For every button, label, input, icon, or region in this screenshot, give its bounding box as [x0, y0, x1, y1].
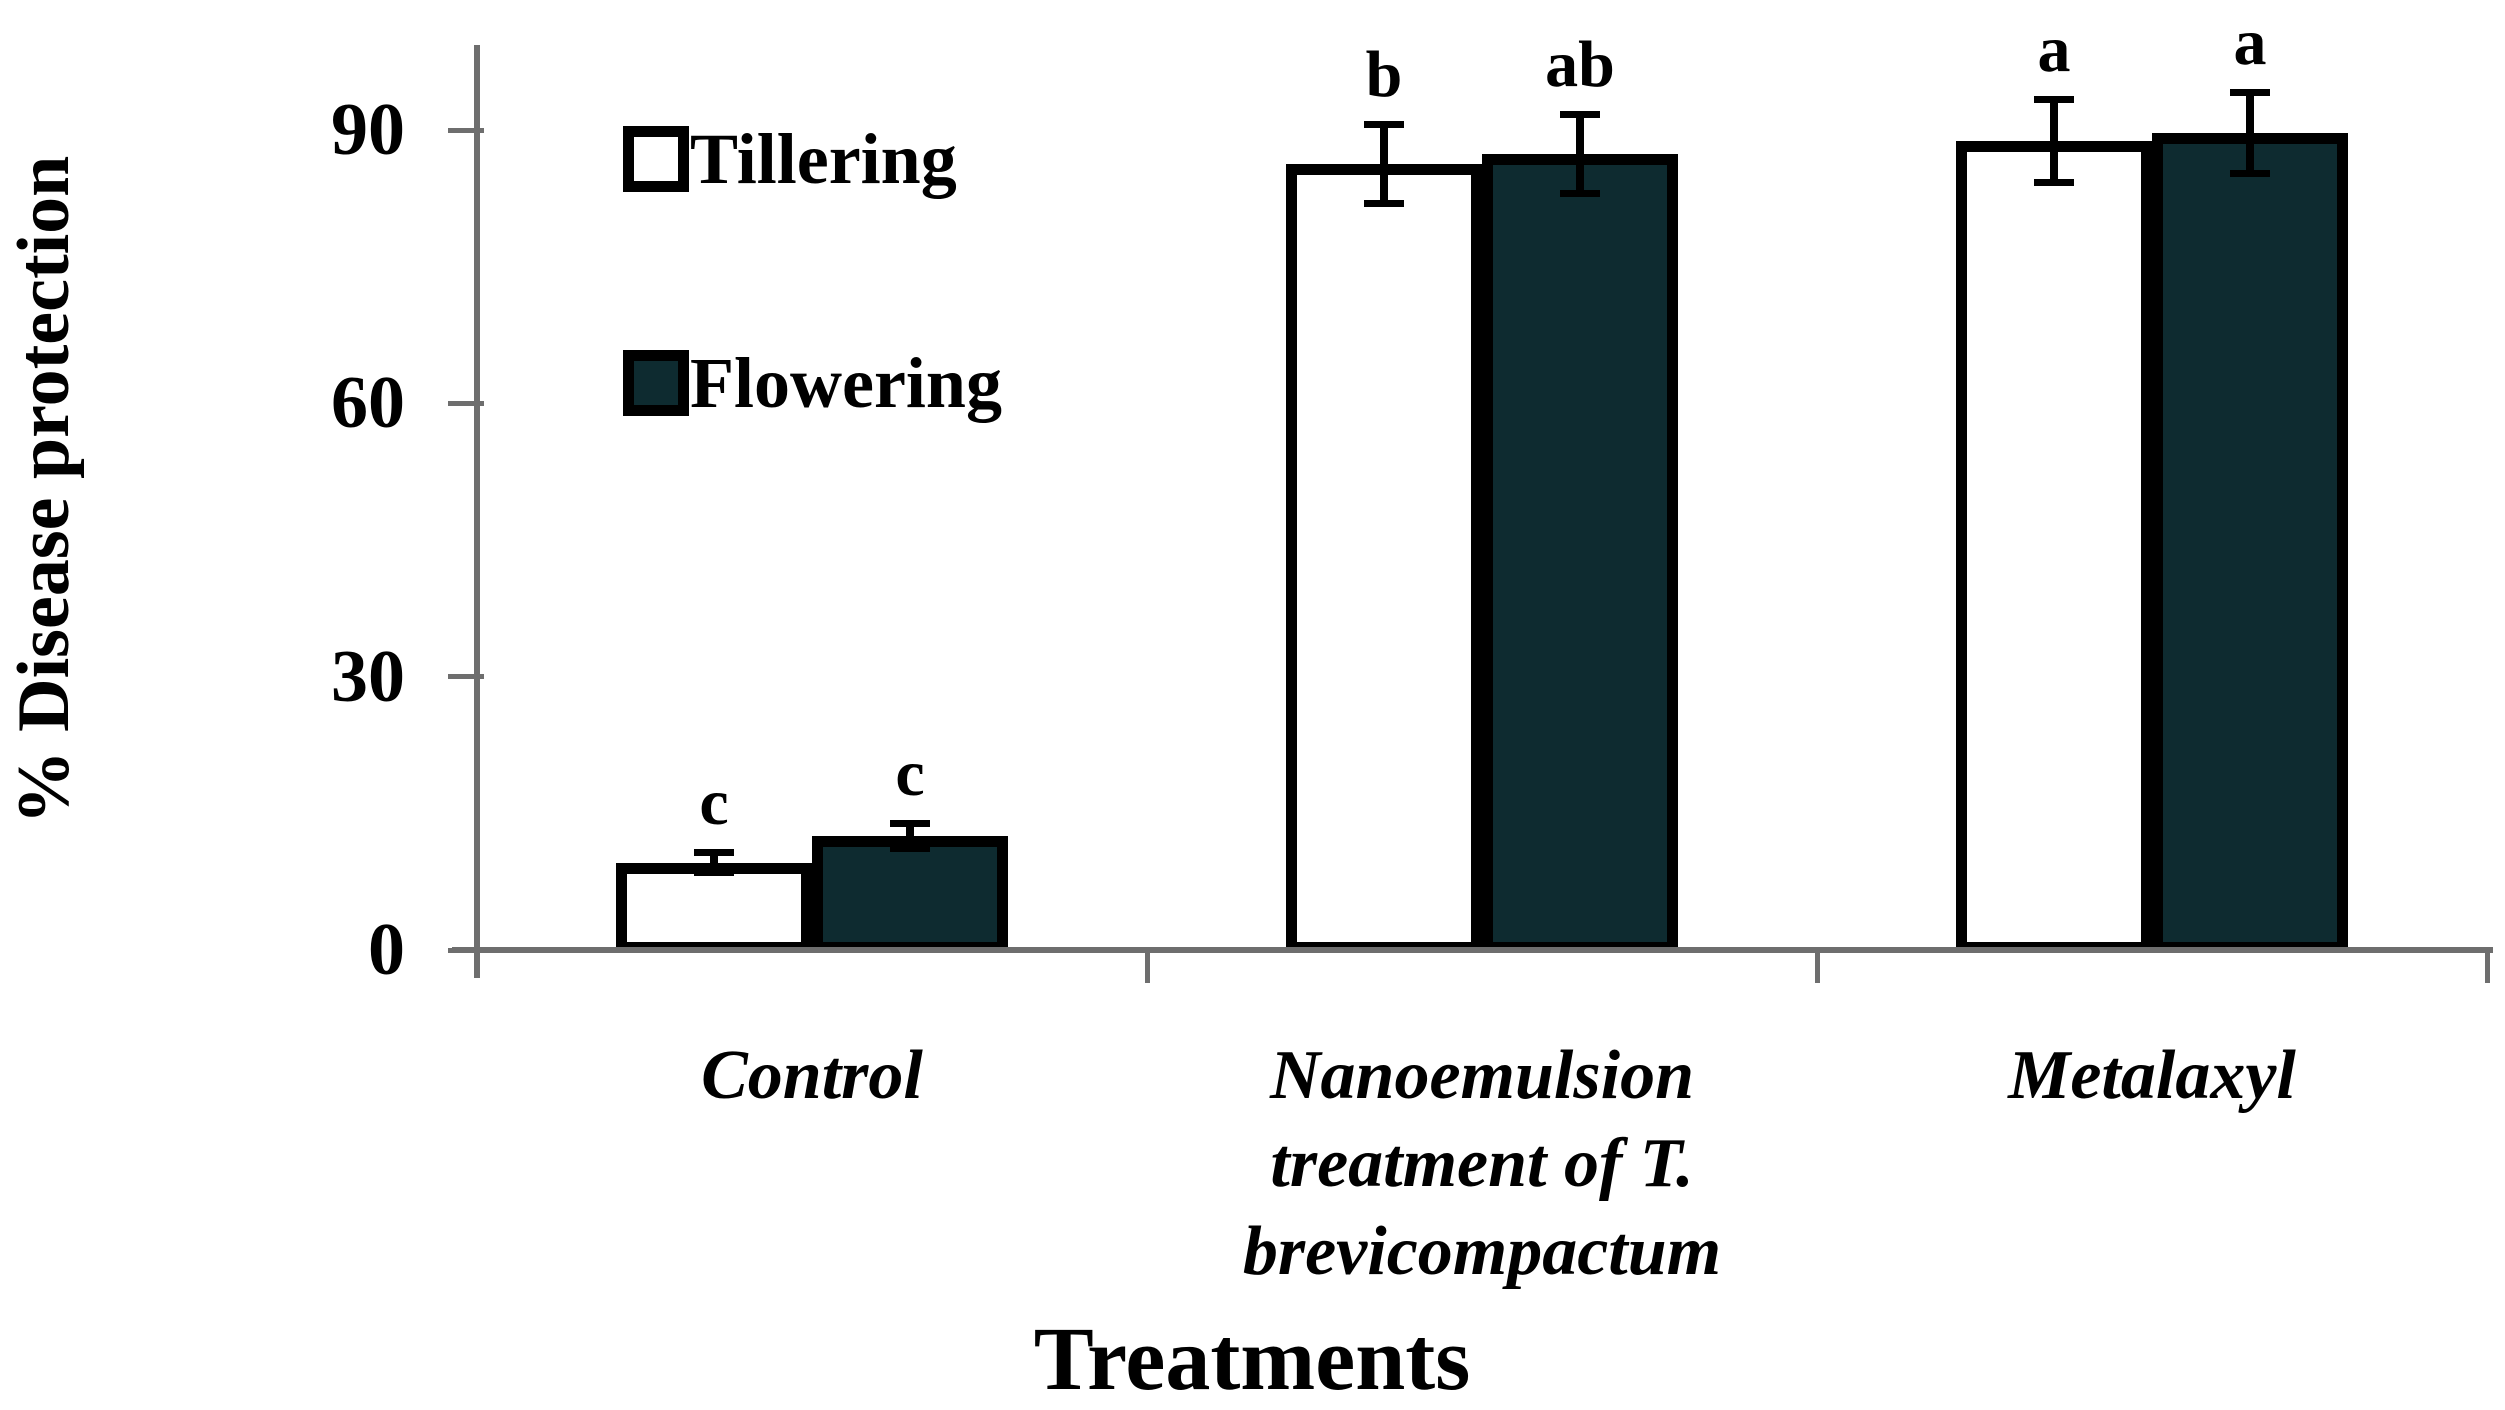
error-bar-cap-bottom: [2034, 178, 2074, 186]
legend-label-flowering: Flowering: [690, 343, 1002, 423]
bar-tillering-2: [1956, 140, 2152, 953]
error-bar-cap-bottom: [2230, 169, 2270, 177]
error-bar-stem: [906, 823, 914, 849]
error-bar-stem: [1380, 123, 1388, 204]
error-bar-cap-bottom: [890, 844, 930, 852]
x-tick: [1144, 950, 1150, 983]
sig-letter: a: [2037, 13, 2071, 87]
y-tick-label: 0: [368, 909, 405, 991]
error-bar-cap-top: [1364, 120, 1404, 128]
y-axis-title: % Disease protection: [3, 155, 85, 825]
y-tick-label: 30: [331, 635, 405, 718]
bar-tillering-1: [1286, 163, 1482, 953]
y-tick: [448, 947, 484, 953]
y-tick: [448, 400, 484, 406]
sig-letter: c: [699, 765, 729, 839]
x-category-label-line: treatment of T.: [1270, 1125, 1694, 1202]
y-tick: [448, 127, 484, 133]
error-bar-cap-top: [694, 848, 734, 856]
legend-marker-tillering-icon: [623, 126, 689, 192]
error-bar-stem: [710, 851, 718, 874]
x-category-label-line: Metalaxyl: [2008, 1037, 2296, 1114]
x-category-label-line: Control: [701, 1037, 923, 1114]
error-bar-stem: [2050, 99, 2058, 183]
x-category-label-line: Nanoemulsion: [1270, 1037, 1694, 1114]
x-axis-line: [452, 947, 2493, 953]
error-bar-stem: [2246, 91, 2254, 174]
bar-flowering-2: [2152, 132, 2348, 953]
sig-letter: b: [1365, 37, 1403, 111]
x-tick: [1814, 950, 1820, 983]
error-bar-cap-bottom: [1560, 189, 1600, 197]
error-bar-stem: [1576, 113, 1584, 194]
x-category-label-line: brevicompactum: [1242, 1213, 1722, 1290]
sig-letter: c: [895, 737, 925, 811]
x-axis-title: Treatments: [1033, 1310, 1471, 1409]
bar-flowering-1: [1482, 153, 1678, 953]
error-bar-cap-top: [890, 820, 930, 828]
bar-flowering-0: [812, 836, 1008, 953]
error-bar-cap-bottom: [694, 869, 734, 877]
error-bar-cap-top: [2034, 96, 2074, 104]
error-bar-cap-top: [1560, 110, 1600, 118]
sig-letter: a: [2233, 5, 2267, 79]
y-axis-line: [474, 45, 480, 978]
y-tick: [448, 674, 484, 680]
error-bar-cap-top: [2230, 88, 2270, 96]
x-tick: [2484, 950, 2490, 983]
error-bar-cap-bottom: [1364, 199, 1404, 207]
y-tick-label: 90: [331, 89, 405, 171]
legend-marker-flowering-icon: [623, 350, 689, 416]
legend-label-tillering: Tillering: [690, 119, 957, 199]
y-tick-label: 60: [331, 362, 405, 445]
sig-letter: ab: [1545, 27, 1615, 101]
